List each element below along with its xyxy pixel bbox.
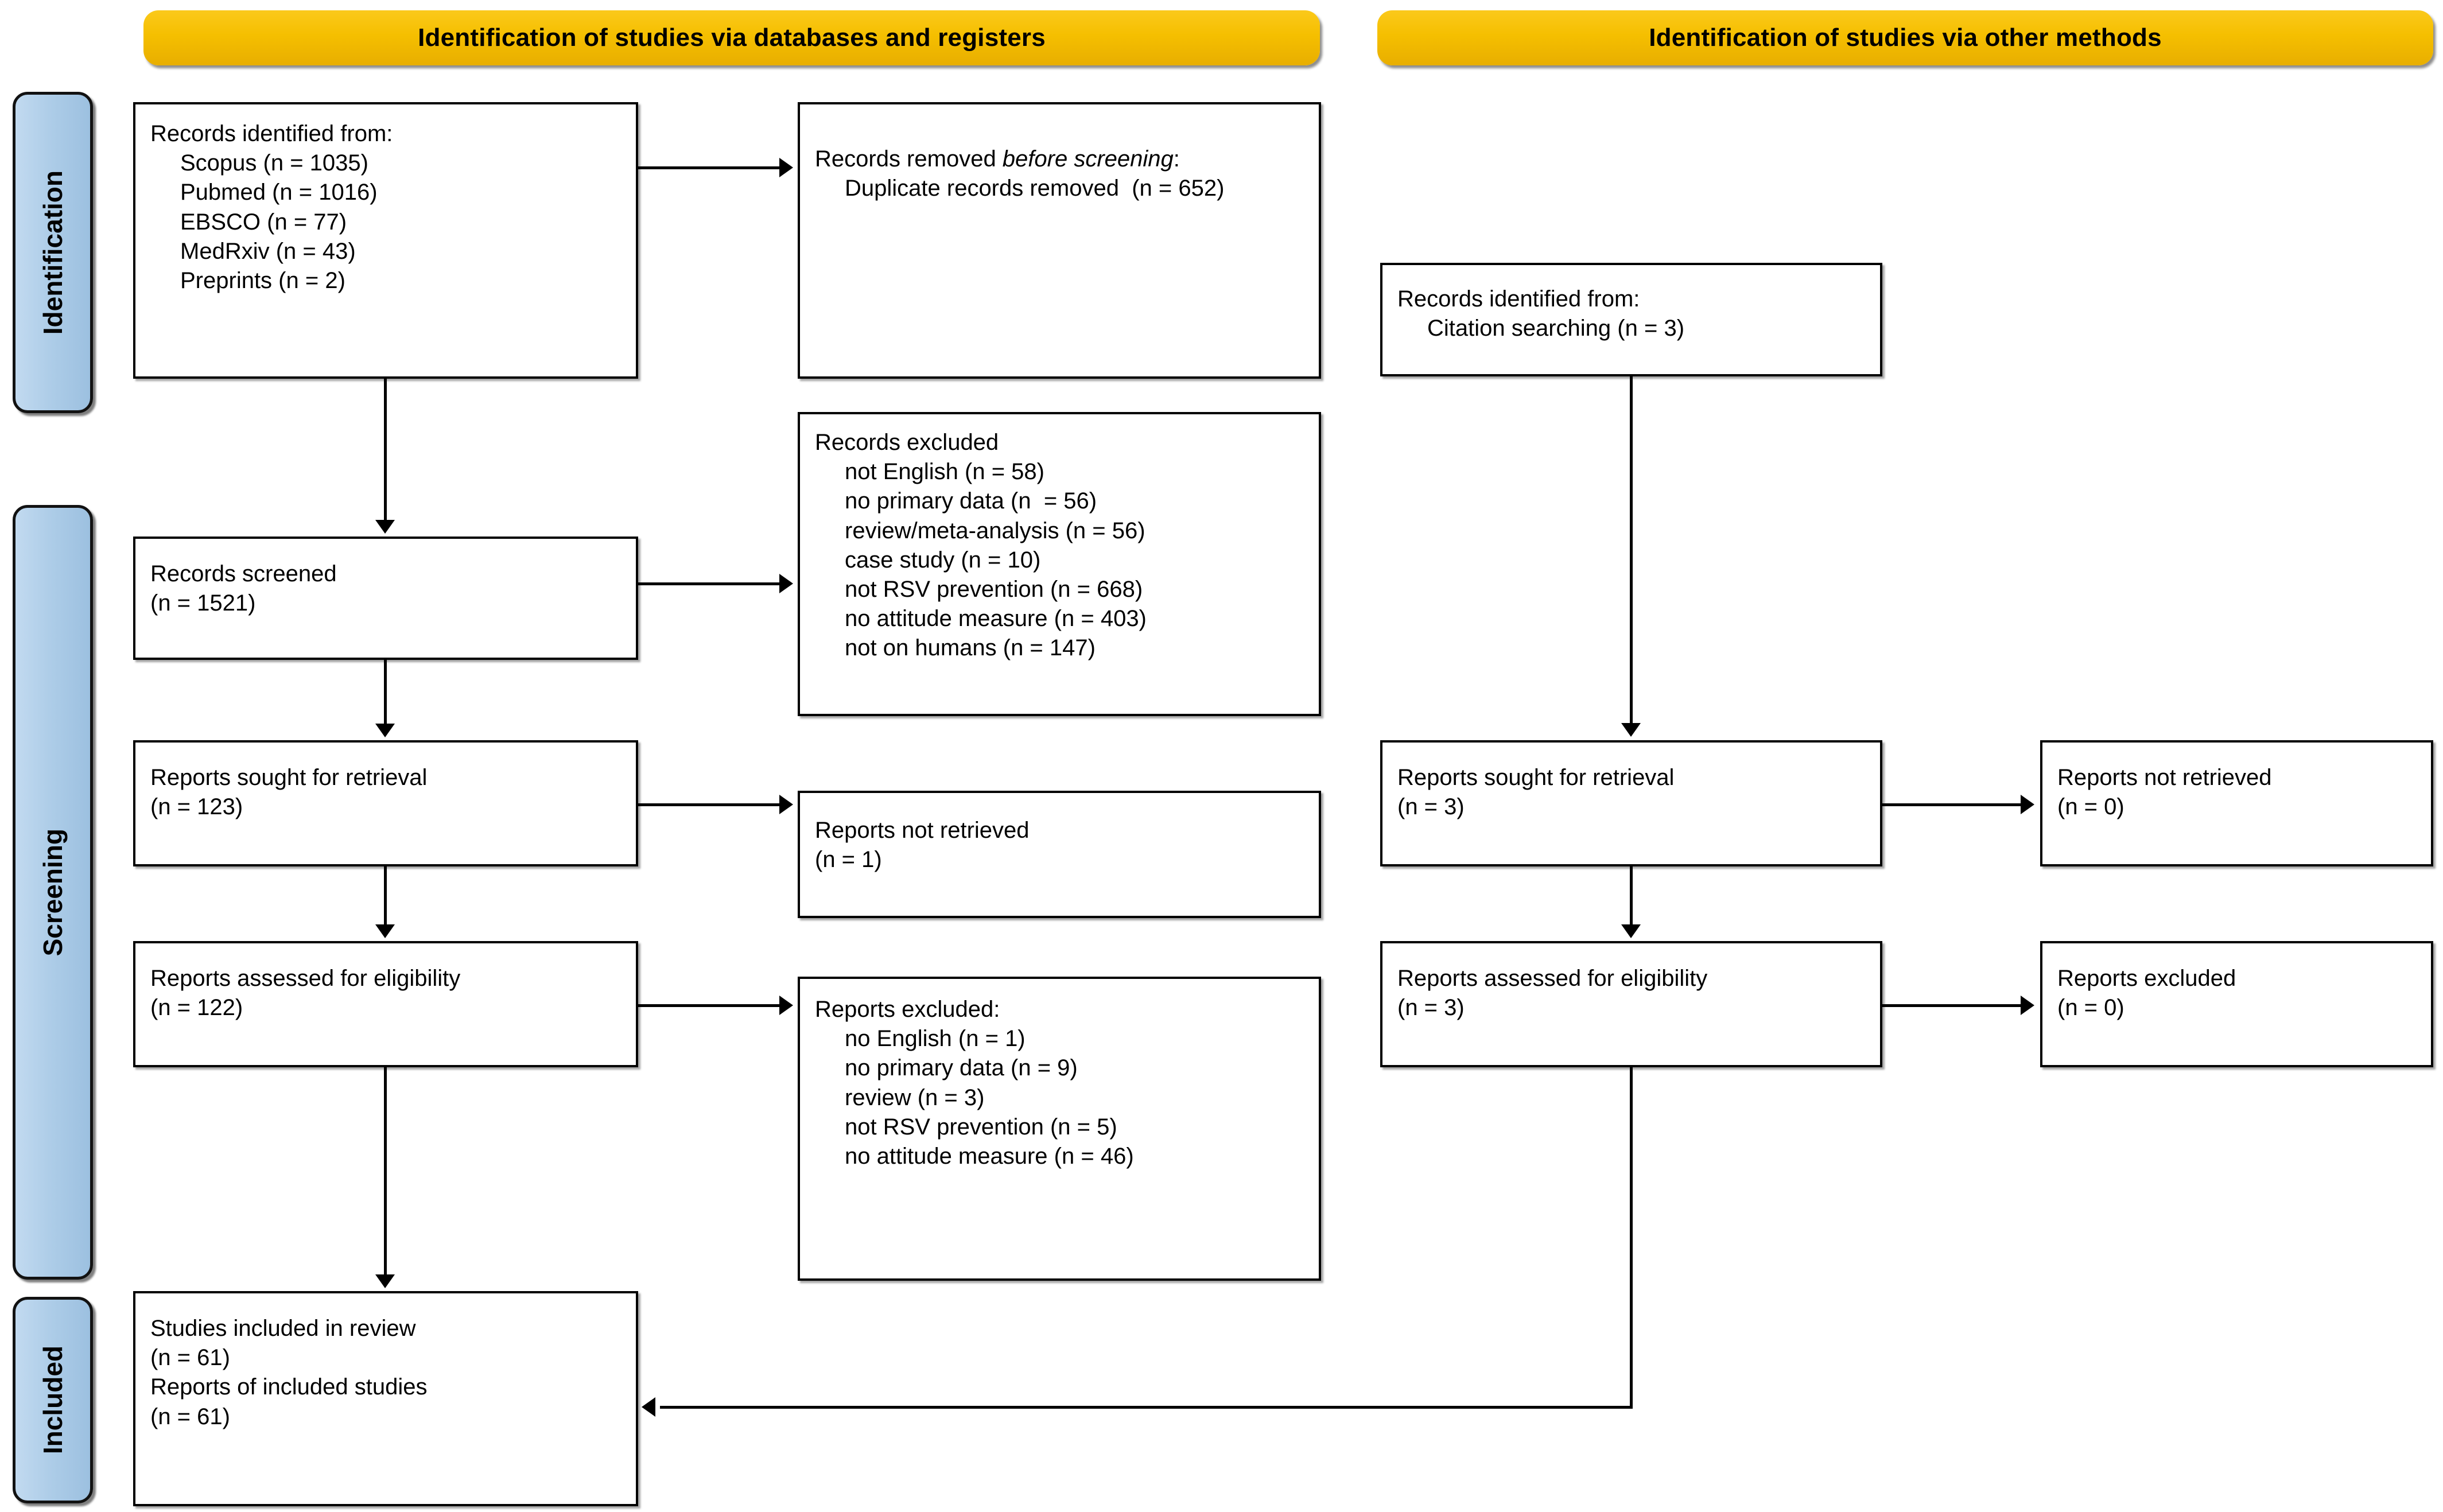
connector-other-to-included-horizontal (660, 1406, 1632, 1409)
box-reports-assessed-databases: Reports assessed for eligibility (n = 12… (133, 941, 638, 1067)
header-databases-and-registers: Identification of studies via databases … (143, 10, 1320, 65)
reports-excluded-other-count: (n = 0) (2057, 995, 2124, 1021)
arrowhead-right-sought-to-not-retrieved (779, 795, 793, 814)
records-excluded-item: case study (n = 10) (845, 547, 1041, 573)
connector-identified-to-screened (384, 379, 387, 522)
arrowhead-right-assessed-to-reports-excluded (779, 996, 793, 1015)
records-excluded-title: Records excluded (815, 430, 999, 455)
reports-excluded-item: review (n = 3) (845, 1085, 985, 1110)
studies-included-line4: (n = 61) (150, 1404, 230, 1429)
reports-not-retrieved-other-title: Reports not retrieved (2057, 765, 2272, 790)
box-reports-excluded-databases: Reports excluded: no English (n = 1) no … (798, 977, 1321, 1281)
records-identified-item: Preprints (n = 2) (180, 267, 345, 293)
reports-not-retrieved-count: (n = 1) (815, 847, 882, 873)
records-identified-item: Scopus (n = 1035) (180, 150, 368, 176)
connector-assessed-to-reports-excluded (638, 1004, 782, 1007)
arrowhead-right-assessed-other-to-excluded-other (2021, 996, 2034, 1015)
arrowhead-right-identified-to-removed (779, 158, 793, 177)
records-identified-item: Pubmed (n = 1016) (180, 180, 378, 205)
box-records-removed-before-screening: Records removed before screening: Duplic… (798, 102, 1321, 379)
rail-included-label: Included (38, 1346, 68, 1455)
box-reports-assessed-other: Reports assessed for eligibility (n = 3) (1380, 941, 1882, 1067)
records-identified-other-item: Citation searching (n = 3) (1427, 316, 1685, 341)
records-excluded-item: not on humans (n = 147) (845, 635, 1096, 661)
connector-assessed-other-to-excluded-other (1882, 1004, 2023, 1007)
records-removed-item: Duplicate records removed (n = 652) (845, 176, 1225, 201)
connector-assessed-to-included (384, 1067, 387, 1277)
reports-sought-title: Reports sought for retrieval (150, 765, 428, 790)
header-databases-label: Identification of studies via databases … (418, 24, 1046, 52)
box-reports-excluded-other: Reports excluded (n = 0) (2040, 941, 2433, 1067)
arrowhead-down-sought-to-assessed (375, 924, 395, 938)
records-screened-title: Records screened (150, 561, 337, 586)
rail-included: Included (13, 1297, 93, 1503)
reports-excluded-item: no English (n = 1) (845, 1026, 1026, 1052)
arrowhead-down-sought-other-to-assessed-other (1621, 924, 1641, 938)
rail-identification: Identification (13, 92, 93, 413)
reports-not-retrieved-title: Reports not retrieved (815, 818, 1030, 843)
arrowhead-right-sought-other-to-not-retrieved-other (2021, 795, 2034, 814)
reports-assessed-title: Reports assessed for eligibility (150, 966, 461, 991)
reports-sought-count: (n = 123) (150, 794, 243, 820)
box-records-screened: Records screened (n = 1521) (133, 537, 638, 660)
box-reports-sought-databases: Reports sought for retrieval (n = 123) (133, 740, 638, 866)
connector-screened-to-sought (384, 660, 387, 726)
reports-sought-other-count: (n = 3) (1397, 794, 1465, 820)
box-reports-not-retrieved-databases: Reports not retrieved (n = 1) (798, 791, 1321, 918)
studies-included-line1: Studies included in review (150, 1316, 416, 1341)
box-reports-not-retrieved-other: Reports not retrieved (n = 0) (2040, 740, 2433, 866)
records-removed-title-pre: Records removed (815, 146, 1003, 172)
reports-assessed-count: (n = 122) (150, 995, 243, 1021)
header-other-methods-label: Identification of studies via other meth… (1649, 24, 2162, 52)
arrowhead-left-other-to-included (642, 1397, 655, 1417)
header-other-methods: Identification of studies via other meth… (1377, 10, 2433, 65)
connector-sought-to-not-retrieved (638, 803, 782, 806)
records-identified-title: Records identified from: (150, 121, 393, 146)
box-records-identified-other: Records identified from: Citation search… (1380, 263, 1882, 376)
records-excluded-item: no attitude measure (n = 403) (845, 606, 1147, 632)
records-identified-item: EBSCO (n = 77) (180, 209, 347, 235)
box-reports-sought-other: Reports sought for retrieval (n = 3) (1380, 740, 1882, 866)
records-removed-title-post: : (1173, 146, 1180, 172)
arrowhead-down-citation-to-sought (1621, 723, 1641, 737)
arrowhead-right-screened-to-excluded (779, 574, 793, 593)
box-studies-included: Studies included in review (n = 61) Repo… (133, 1291, 638, 1506)
arrowhead-down-identified-to-screened (375, 520, 395, 534)
reports-excluded-title: Reports excluded: (815, 997, 1000, 1022)
records-identified-other-title: Records identified from: (1397, 286, 1640, 312)
records-excluded-item: not English (n = 58) (845, 459, 1044, 485)
arrowhead-down-assessed-to-included (375, 1274, 395, 1288)
reports-excluded-item: no primary data (n = 9) (845, 1055, 1078, 1081)
rail-screening: Screening (13, 505, 93, 1280)
records-removed-title: Records removed before screening: (815, 145, 1305, 174)
reports-assessed-other-count: (n = 3) (1397, 995, 1465, 1021)
records-screened-count: (n = 1521) (150, 590, 256, 616)
records-excluded-item: not RSV prevention (n = 668) (845, 576, 1143, 602)
connector-screened-to-excluded (638, 582, 782, 585)
reports-excluded-item: not RSV prevention (n = 5) (845, 1114, 1117, 1140)
reports-excluded-other-title: Reports excluded (2057, 966, 2236, 991)
rail-identification-label: Identification (38, 170, 68, 335)
studies-included-line3: Reports of included studies (150, 1374, 428, 1400)
connector-sought-other-to-assessed-other (1630, 866, 1633, 930)
rail-screening-label: Screening (38, 828, 68, 957)
connector-sought-to-assessed (384, 866, 387, 930)
box-records-excluded: Records excluded not English (n = 58) no… (798, 412, 1321, 716)
records-excluded-item: review/meta-analysis (n = 56) (845, 518, 1145, 543)
studies-included-line2: (n = 61) (150, 1345, 230, 1371)
records-removed-title-italic: before screening (1002, 146, 1174, 172)
reports-not-retrieved-other-count: (n = 0) (2057, 794, 2124, 820)
reports-excluded-item: no attitude measure (n = 46) (845, 1143, 1134, 1169)
reports-sought-other-title: Reports sought for retrieval (1397, 765, 1675, 790)
connector-citation-to-sought (1630, 376, 1633, 725)
reports-assessed-other-title: Reports assessed for eligibility (1397, 966, 1708, 991)
box-records-identified-databases: Records identified from: Scopus (n = 103… (133, 102, 638, 379)
records-identified-item: MedRxiv (n = 43) (180, 238, 356, 264)
arrowhead-down-screened-to-sought (375, 724, 395, 737)
connector-sought-other-to-not-retrieved-other (1882, 803, 2023, 806)
connector-identified-to-removed (638, 166, 782, 169)
records-excluded-item: no primary data (n = 56) (845, 488, 1097, 514)
connector-other-to-included-vertical (1630, 1067, 1633, 1409)
